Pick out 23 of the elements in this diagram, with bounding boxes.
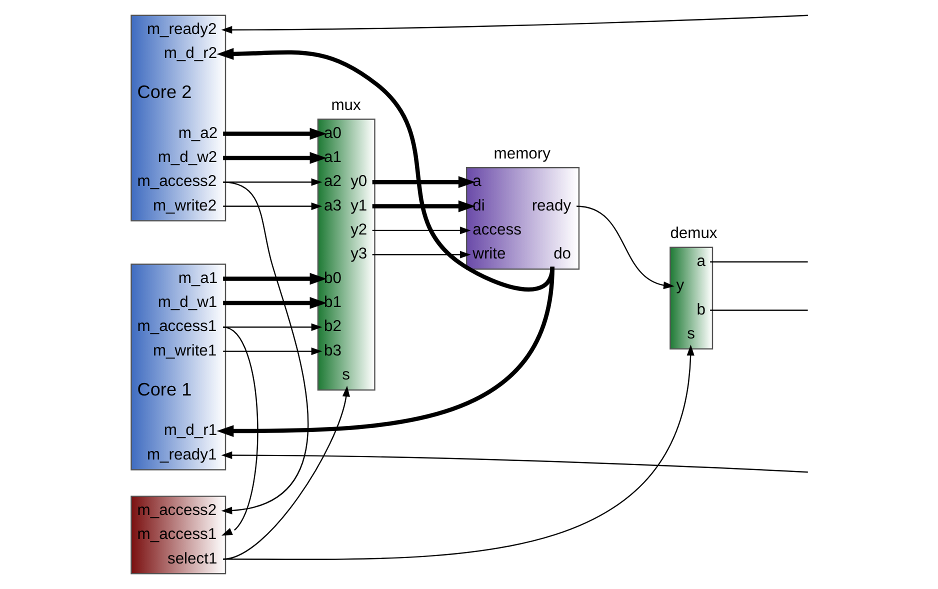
arrow — [221, 14, 808, 34]
arrow — [223, 347, 322, 356]
node-label: mux — [331, 97, 361, 114]
arrow — [223, 202, 322, 210]
arrow — [223, 152, 327, 164]
connector — [710, 310, 808, 311]
arrow — [221, 451, 808, 473]
arrow — [223, 128, 327, 140]
arrow — [576, 206, 674, 290]
connector — [710, 261, 808, 262]
node-label: demux — [670, 225, 718, 242]
arrow — [372, 226, 471, 234]
arrow — [221, 182, 308, 514]
arrow — [221, 326, 258, 536]
arrow — [372, 176, 476, 188]
arrow — [216, 266, 554, 437]
node-label: memory — [494, 145, 550, 162]
arrow — [223, 272, 327, 285]
arrow — [372, 250, 471, 258]
arrow — [223, 297, 327, 309]
arrow — [223, 323, 322, 331]
arrow — [223, 344, 694, 560]
arrow — [372, 200, 476, 212]
